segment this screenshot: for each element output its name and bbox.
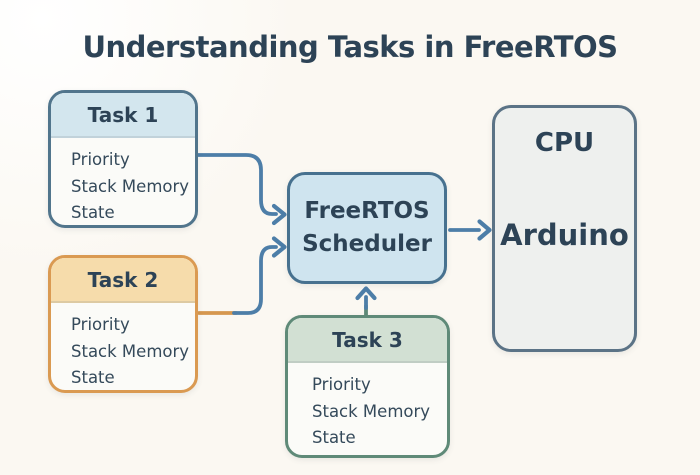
cpu-title: CPU <box>534 128 595 158</box>
task2-field-state: State <box>71 368 115 387</box>
task1-to-scheduler-connector <box>196 153 287 226</box>
scheduler-label-line1: FreeRTOS <box>304 198 430 224</box>
task1-body: Priority Stack Memory State <box>51 138 195 225</box>
scheduler-arrowhead-icon <box>477 219 492 241</box>
task3-field-priority: Priority <box>312 375 371 394</box>
task2-connector-line <box>232 245 278 315</box>
task3-box: Task 3 Priority Stack Memory State <box>285 315 450 458</box>
task1-connector-line <box>196 153 278 216</box>
scheduler-label-line2: Scheduler <box>302 231 432 257</box>
task2-box: Task 2 Priority Stack Memory State <box>48 255 198 393</box>
task1-header: Task 1 <box>51 93 195 138</box>
diagram-title: Understanding Tasks in FreeRTOS <box>82 30 618 64</box>
task2-to-scheduler-connector <box>197 236 287 315</box>
task3-body: Priority Stack Memory State <box>288 363 447 452</box>
scheduler-to-cpu-connector <box>448 219 492 241</box>
task2-body: Priority Stack Memory State <box>51 303 195 390</box>
task1-field-state: State <box>71 203 115 222</box>
cpu-box: CPU Arduino <box>492 105 637 352</box>
task2-header: Task 2 <box>51 258 195 303</box>
scheduler-box: FreeRTOS Scheduler <box>287 172 447 284</box>
cpu-arduino-label: Arduino <box>500 218 629 252</box>
task2-arrowhead-icon <box>271 236 287 258</box>
task1-field-stack-memory: Stack Memory <box>71 176 190 196</box>
task3-field-stack-memory: Stack Memory <box>312 401 431 421</box>
task3-to-scheduler-connector <box>355 286 377 318</box>
task2-field-priority: Priority <box>71 315 130 334</box>
task1-box: Task 1 Priority Stack Memory State <box>48 90 198 228</box>
task3-field-state: State <box>312 428 356 447</box>
task1-arrowhead-icon <box>271 203 287 226</box>
task3-arrowhead-icon <box>355 286 377 301</box>
task1-field-priority: Priority <box>71 150 130 169</box>
task2-field-stack-memory: Stack Memory <box>71 341 190 361</box>
task3-header: Task 3 <box>288 318 447 363</box>
